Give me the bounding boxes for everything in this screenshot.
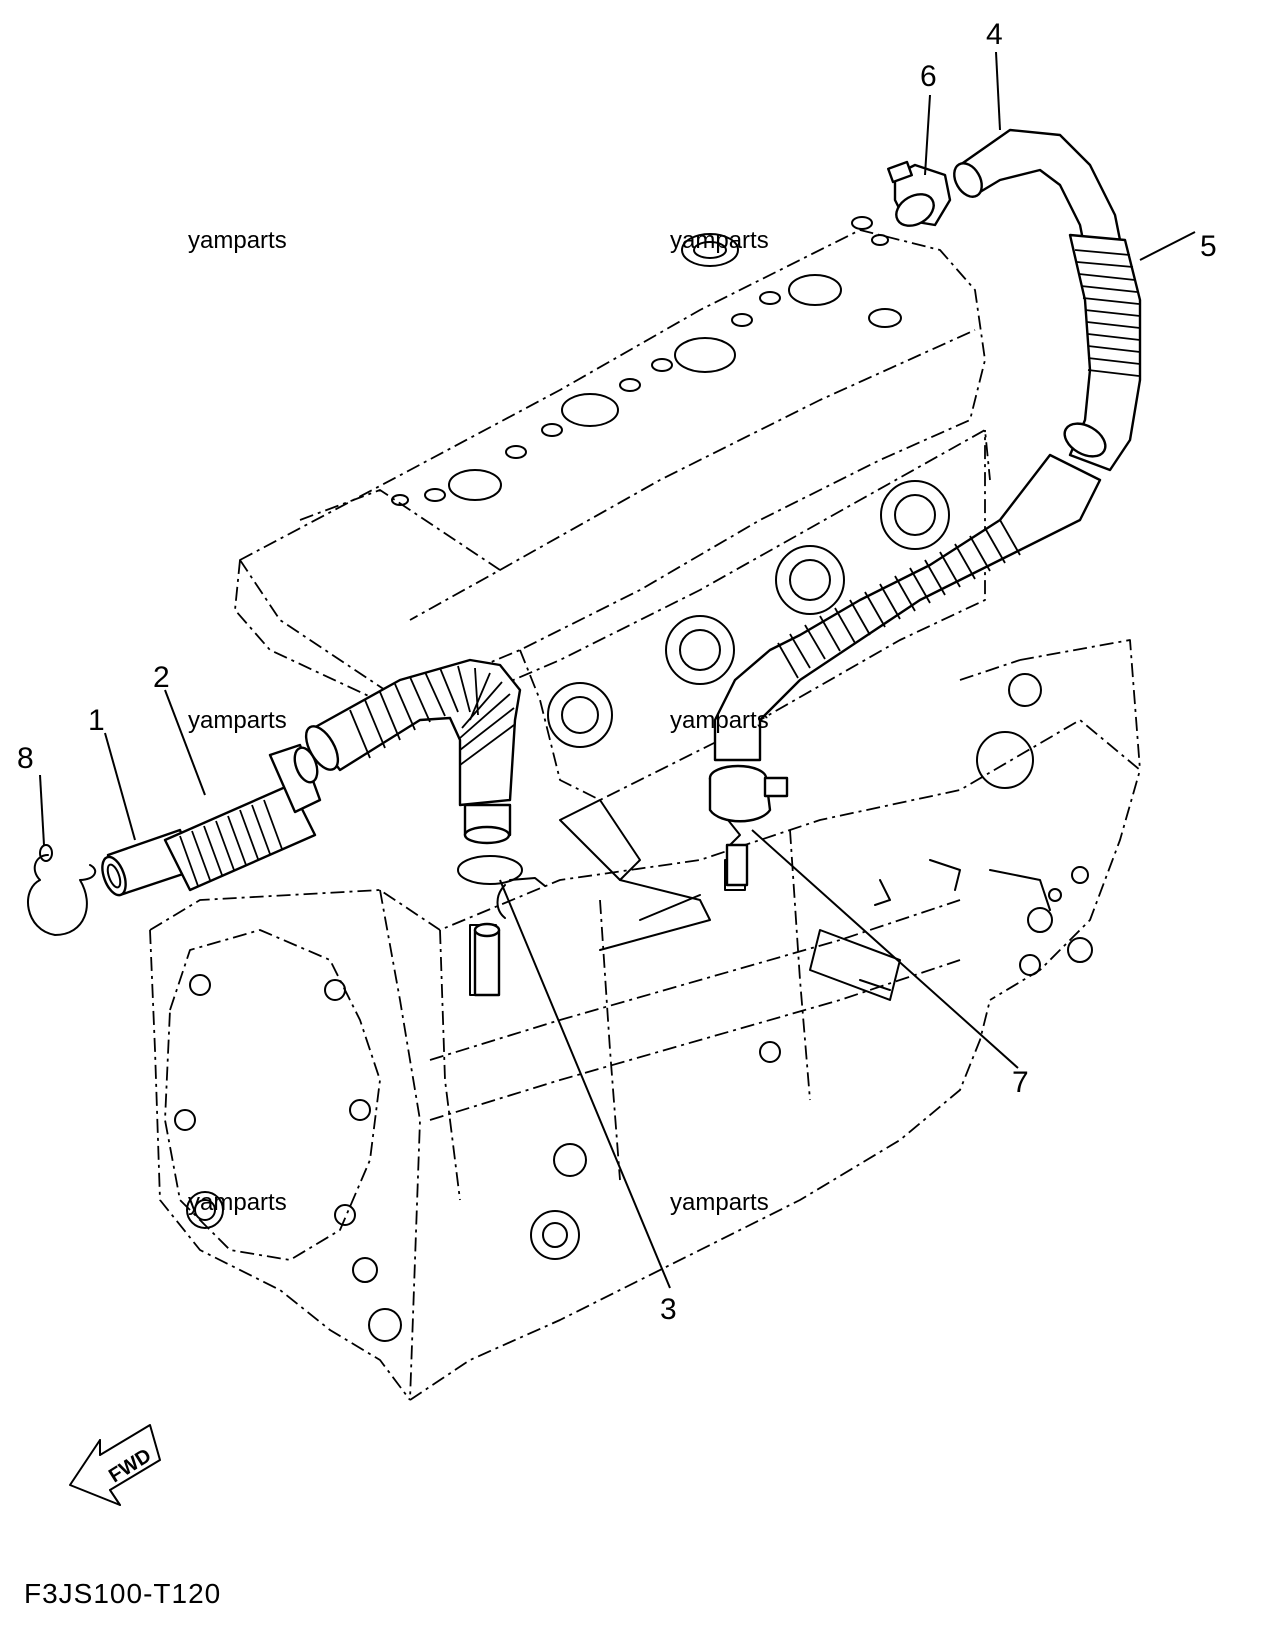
callout-4[interactable]: 4 xyxy=(986,18,1003,51)
right-hose-assembly xyxy=(708,128,1142,887)
callout-3[interactable]: 3 xyxy=(660,1293,677,1326)
diagram-code: F3JS100-T120 xyxy=(24,1578,222,1609)
watermark: yamparts xyxy=(670,227,769,254)
callout-1[interactable]: 1 xyxy=(88,704,105,737)
callout-leaders xyxy=(39,51,1196,1289)
callout-2[interactable]: 2 xyxy=(153,661,170,694)
hose-clips-3-8 xyxy=(27,844,546,997)
callout-6[interactable]: 6 xyxy=(920,60,937,93)
callout-8[interactable]: 8 xyxy=(17,742,34,775)
callout-5[interactable]: 5 xyxy=(1200,230,1217,263)
watermark: yamparts xyxy=(188,227,287,254)
callout-7[interactable]: 7 xyxy=(1012,1066,1029,1099)
watermark: yamparts xyxy=(670,1189,769,1216)
forward-direction-arrow[interactable]: FWD xyxy=(69,1424,161,1506)
watermark: yamparts xyxy=(188,707,287,734)
left-hose-assembly xyxy=(101,658,522,897)
watermark: yamparts xyxy=(670,707,769,734)
watermark: yamparts xyxy=(188,1189,287,1216)
fwd-label: FWD xyxy=(105,1445,155,1488)
